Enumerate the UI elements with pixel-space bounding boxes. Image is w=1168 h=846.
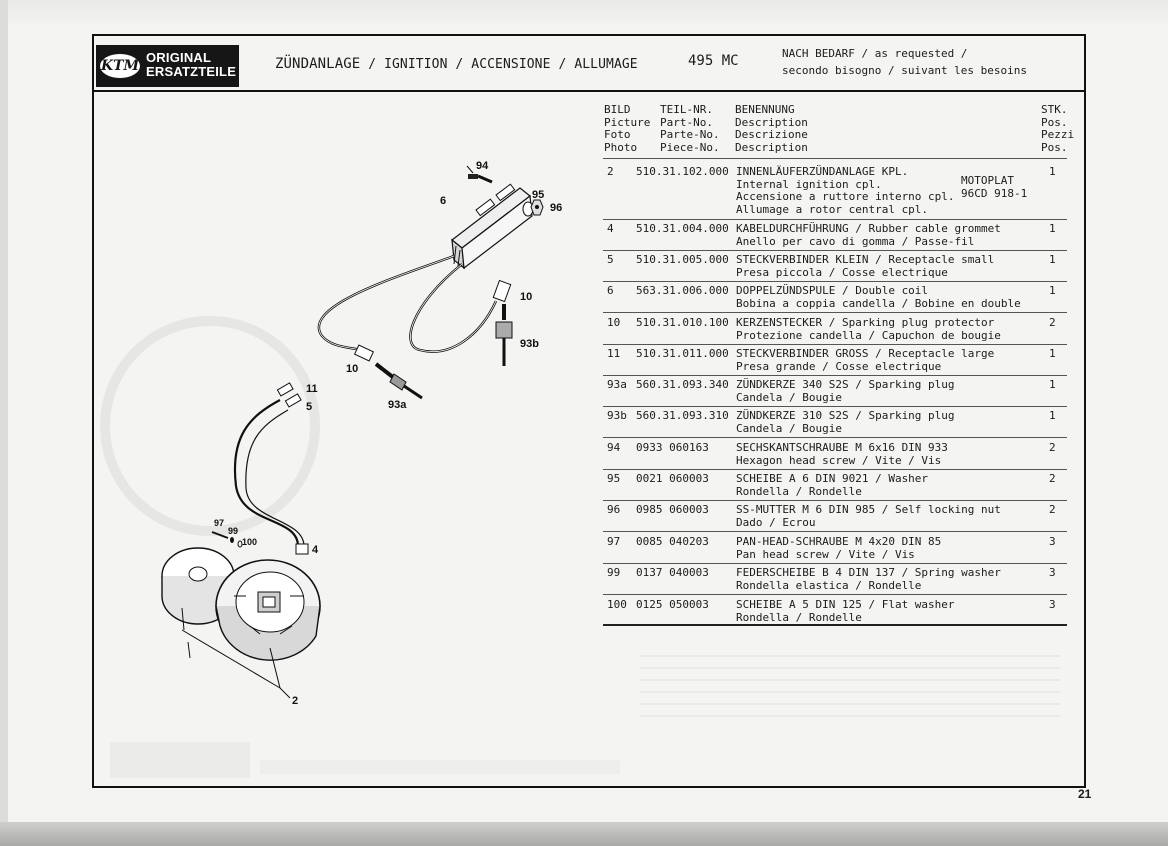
- callout-100: 100: [242, 537, 257, 547]
- scan-edge-bottom: [0, 822, 1168, 846]
- callout-11: 11: [306, 383, 318, 395]
- ktm-logo: KTM ORIGINAL ERSATZTEILE: [96, 45, 239, 87]
- row-divider: [603, 375, 1067, 376]
- row-divider: [603, 500, 1067, 501]
- manufacturer-ref: MOTOPLAT 96CD 918-1: [961, 174, 1028, 200]
- callout-93b: 93b: [520, 338, 539, 350]
- quantity-note: NACH BEDARF / as requested / secondo bis…: [782, 45, 1027, 79]
- callout-6: 6: [440, 195, 446, 207]
- rotor-part: [161, 547, 235, 625]
- callout-95: 95: [532, 189, 544, 201]
- model-label: 495 MC: [688, 53, 739, 69]
- bleed-through: [110, 742, 250, 778]
- page-title: ZÜNDANLAGE / IGNITION / ACCENSIONE / ALL…: [275, 56, 638, 72]
- bleed-through: [260, 760, 620, 774]
- col-head-picture: BILD Picture Foto Photo: [604, 103, 651, 154]
- callout-99: 99: [228, 526, 238, 536]
- scan-edge-top: [0, 0, 1168, 28]
- title-translations: / IGNITION / ACCENSIONE / ALLUMAGE: [360, 57, 638, 72]
- row-divider: [603, 219, 1067, 220]
- callout-93a: 93a: [388, 399, 407, 411]
- row-divider: [603, 594, 1067, 595]
- washer-nut-part: [522, 199, 544, 217]
- logo-text: ORIGINAL ERSATZTEILE: [146, 51, 238, 79]
- callout-97: 97: [214, 518, 224, 528]
- row-divider: [603, 312, 1067, 313]
- header-divider: [92, 90, 1086, 92]
- spark-plug-93a-part: [374, 362, 423, 400]
- callout-4: 4: [312, 544, 319, 556]
- row-divider: [603, 250, 1067, 251]
- grommet-part: [295, 543, 309, 555]
- row-divider: [603, 437, 1067, 438]
- ignition-exploded-view: 94 6 95 96 10 93b 10 93a 11 5 97 99 100 …: [100, 160, 562, 707]
- row-divider: [603, 344, 1067, 345]
- ktm-badge: KTM: [100, 54, 140, 78]
- callout-2: 2: [292, 695, 298, 707]
- small-fasteners-part: [211, 531, 243, 548]
- note-line-2: secondo bisogno / suivant les besoins: [782, 64, 1028, 77]
- double-coil-part: [451, 183, 533, 270]
- page-number: 21: [1078, 787, 1092, 801]
- row-divider: [603, 469, 1067, 470]
- col-head-qty: STK. Pos. Pezzi Pos.: [1041, 103, 1075, 154]
- col-head-part-no: TEIL-NR. Part-No. Parte-No. Piece-No.: [660, 103, 720, 154]
- logo-line-2: ERSATZTEILE: [146, 64, 237, 79]
- scan-edge-left: [0, 0, 8, 846]
- row-divider: [603, 563, 1067, 564]
- note-line-1: NACH BEDARF / as requested /: [782, 47, 968, 60]
- connector-part: [276, 382, 302, 408]
- row-divider: [603, 281, 1067, 282]
- callout-5: 5: [306, 401, 312, 413]
- stator-part: [215, 559, 321, 661]
- page-frame: [92, 34, 1086, 788]
- table-header-rule: [603, 158, 1067, 159]
- title-de: ZÜNDANLAGE: [275, 56, 361, 72]
- hex-screw-part: [466, 165, 493, 184]
- bleed-through: [640, 645, 1060, 725]
- spark-plug-cap-part: [353, 279, 512, 362]
- callout-96: 96: [550, 202, 562, 214]
- callout-10-upper: 10: [520, 291, 532, 303]
- row-divider: [603, 406, 1067, 407]
- callout-94: 94: [476, 160, 489, 172]
- logo-line-1: ORIGINAL: [146, 50, 212, 65]
- row-divider: [603, 531, 1067, 532]
- callout-10-lower: 10: [346, 363, 358, 375]
- table-end-rule: [603, 624, 1067, 626]
- col-head-description: BENENNUNG Description Descrizione Descri…: [735, 103, 808, 154]
- spark-plug-93b-part: [495, 304, 513, 366]
